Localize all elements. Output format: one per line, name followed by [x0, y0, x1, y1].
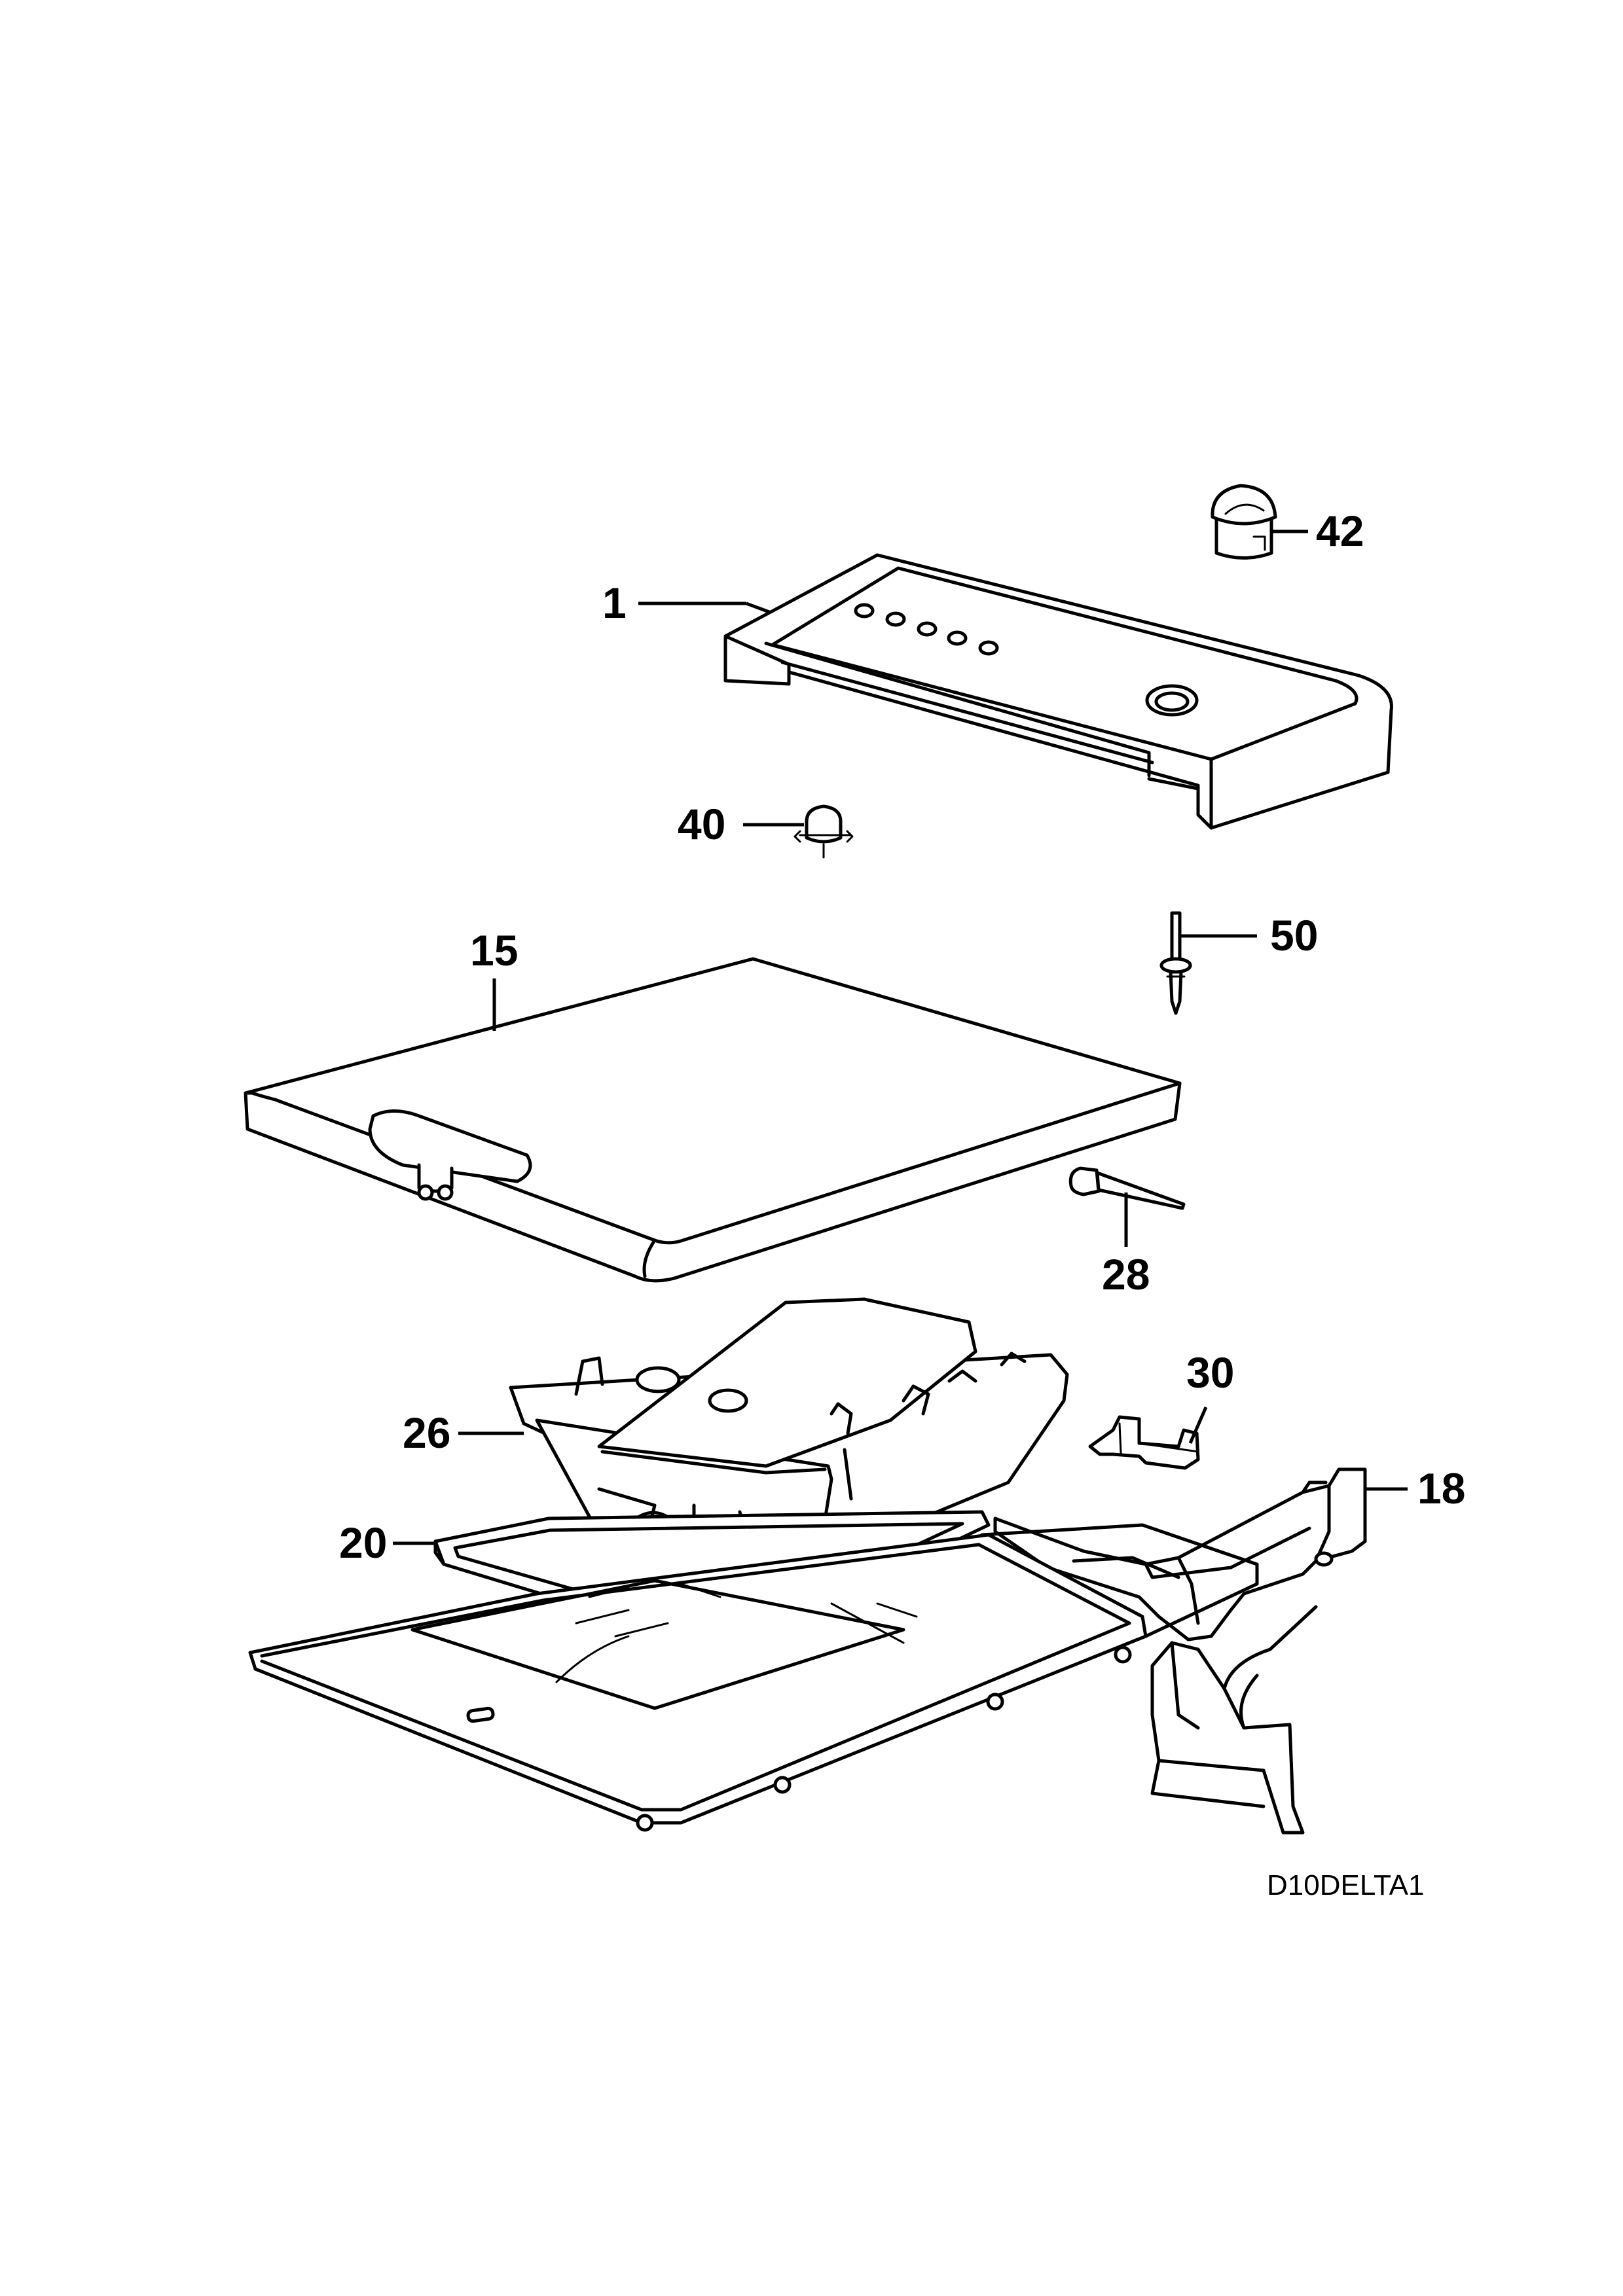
drawing-code: D10DELTA1 — [1267, 1869, 1424, 1901]
part-28-hinge-pin — [1068, 1166, 1186, 1210]
callout-15: 15 — [470, 926, 518, 975]
callout-30: 30 — [1186, 1348, 1234, 1397]
part-1-control-panel — [723, 553, 1393, 830]
callout-26: 26 — [403, 1408, 450, 1457]
part-18-support-frame — [993, 1467, 1367, 1835]
callout-20: 20 — [339, 1518, 387, 1567]
callout-28: 28 — [1102, 1250, 1150, 1299]
callout-1: 1 — [602, 579, 627, 627]
callout-50: 50 — [1270, 911, 1318, 960]
callout-40: 40 — [678, 800, 725, 848]
callout-42: 42 — [1316, 507, 1364, 555]
part-50-pin — [1159, 911, 1192, 1015]
part-15-lid — [244, 957, 1182, 1283]
leader-30 — [1188, 1407, 1208, 1444]
part-42-knob — [1211, 484, 1277, 560]
part-30-bracket — [1088, 1415, 1200, 1470]
callout-18: 18 — [1417, 1464, 1465, 1513]
part-40-clip — [793, 804, 854, 859]
base-top-panel — [248, 1523, 1259, 1832]
